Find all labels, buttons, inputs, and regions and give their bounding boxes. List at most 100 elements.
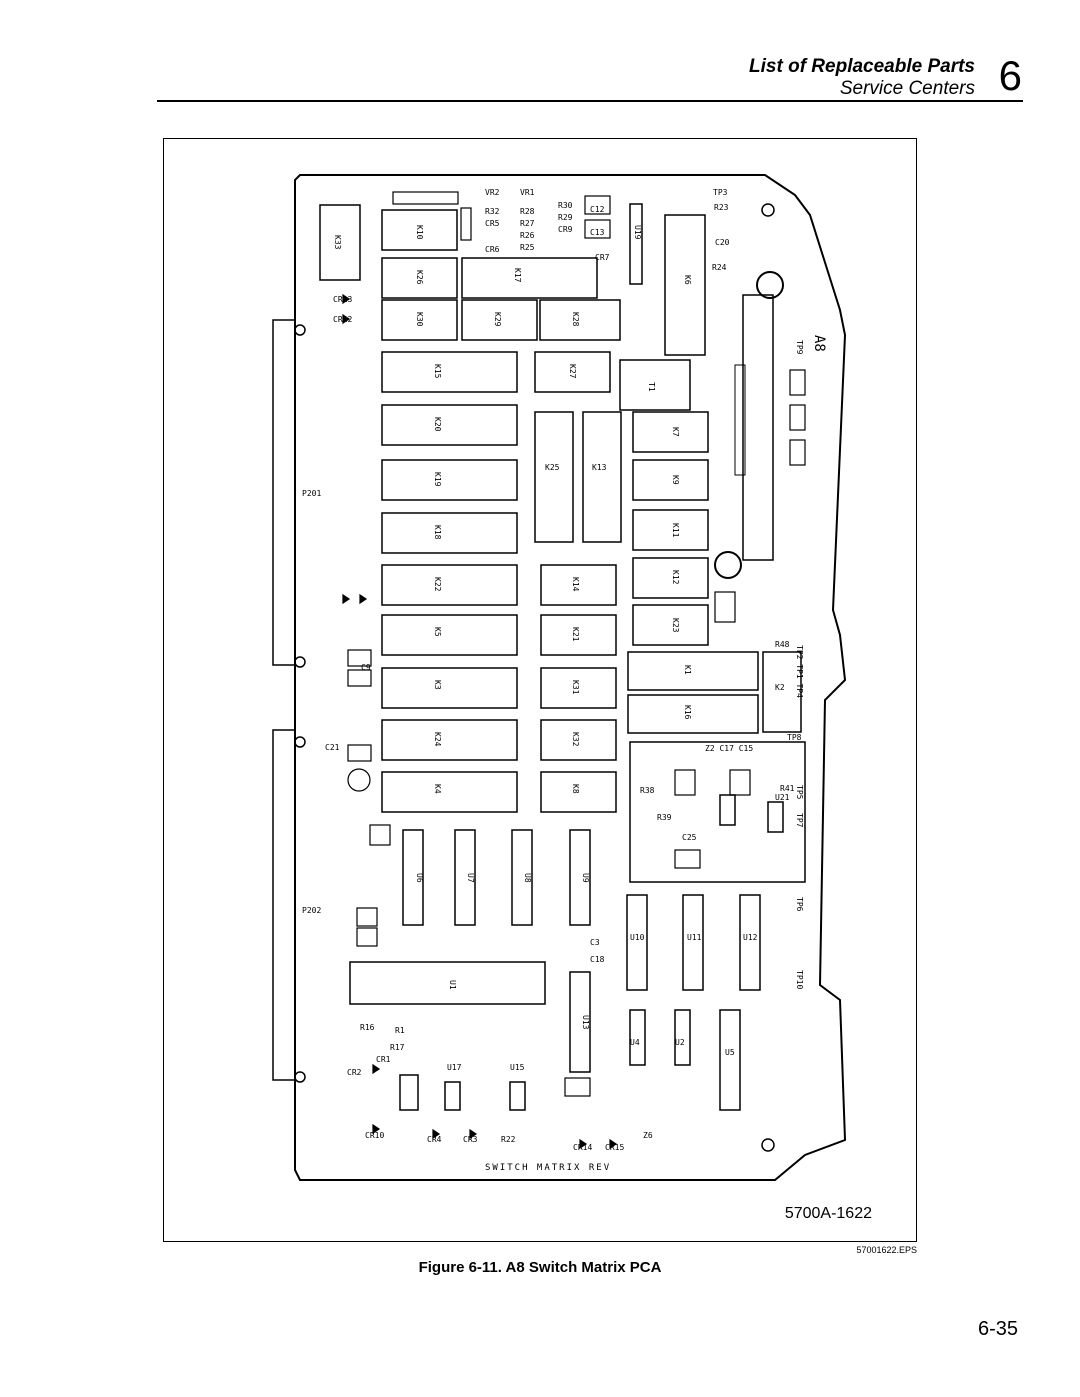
svg-text:K9: K9: [671, 475, 680, 485]
svg-text:R48: R48: [775, 640, 790, 649]
svg-text:K10: K10: [415, 225, 424, 240]
relay-column-left: [319, 204, 518, 813]
svg-text:R16: R16: [360, 1023, 375, 1032]
svg-text:K1: K1: [683, 665, 692, 675]
svg-text:R29: R29: [558, 213, 573, 222]
svg-text:K17: K17: [513, 268, 522, 283]
svg-text:K11: K11: [671, 523, 680, 538]
svg-text:TP3: TP3: [713, 188, 728, 197]
svg-text:K6: K6: [683, 275, 692, 285]
svg-text:C12: C12: [590, 205, 605, 214]
svg-text:K29: K29: [493, 312, 502, 327]
svg-text:VR1: VR1: [520, 188, 535, 197]
svg-text:CR2: CR2: [347, 1068, 362, 1077]
svg-text:K16: K16: [683, 705, 692, 720]
svg-text:T1: T1: [647, 382, 656, 392]
misc-labels: CR13 CR12 VR2 VR1 R30 R29 CR9 CR7 R23 C2…: [325, 188, 795, 1152]
chapter-number: 6: [998, 52, 1022, 99]
svg-text:C25: C25: [682, 833, 697, 842]
svg-text:C18: C18: [590, 955, 605, 964]
svg-text:R1: R1: [395, 1026, 405, 1035]
svg-text:C13: C13: [590, 228, 605, 237]
svg-text:U13: U13: [581, 1015, 590, 1030]
svg-text:U10: U10: [630, 933, 645, 942]
svg-text:R24: R24: [712, 263, 727, 272]
svg-text:TP5: TP5: [795, 785, 804, 800]
svg-text:TP7: TP7: [795, 813, 804, 828]
svg-text:U21: U21: [775, 793, 790, 802]
svg-text:CR14: CR14: [573, 1143, 592, 1152]
svg-text:U11: U11: [687, 933, 702, 942]
svg-text:R39: R39: [657, 813, 672, 822]
svg-text:K5: K5: [433, 627, 442, 637]
svg-text:U9: U9: [581, 873, 590, 883]
svg-text:K19: K19: [433, 472, 442, 487]
svg-text:CR5: CR5: [485, 219, 500, 228]
svg-text:K14: K14: [571, 577, 580, 592]
svg-text:CR1: CR1: [376, 1055, 391, 1064]
svg-text:CR10: CR10: [365, 1131, 384, 1140]
svg-text:U17: U17: [447, 1063, 462, 1072]
board-outline: [294, 174, 847, 1181]
edge-rail: [272, 319, 296, 1081]
svg-text:K26: K26: [415, 270, 424, 285]
svg-text:R23: R23: [714, 203, 729, 212]
svg-text:C9: C9: [361, 663, 371, 672]
svg-text:K23: K23: [671, 618, 680, 633]
svg-text:R41: R41: [780, 784, 795, 793]
svg-text:K2: K2: [775, 683, 785, 692]
board-legend: SWITCH MATRIX REV: [485, 1163, 611, 1173]
ic-packages: [349, 203, 784, 1111]
svg-text:K7: K7: [671, 427, 680, 437]
svg-text:K13: K13: [592, 463, 607, 472]
svg-text:U15: U15: [510, 1063, 525, 1072]
svg-text:C3: C3: [590, 938, 600, 947]
svg-text:U8: U8: [523, 873, 532, 883]
relay-column-right: [619, 214, 806, 883]
svg-text:K32: K32: [571, 732, 580, 747]
figure-frame: [163, 138, 917, 1242]
svg-text:R26: R26: [520, 231, 535, 240]
svg-text:CR6: CR6: [485, 245, 500, 254]
svg-text:K22: K22: [433, 577, 442, 592]
svg-text:K20: K20: [433, 417, 442, 432]
svg-text:C21: C21: [325, 743, 340, 752]
svg-text:K25: K25: [545, 463, 560, 472]
svg-text:K18: K18: [433, 525, 442, 540]
svg-text:U12: U12: [743, 933, 758, 942]
diode-glyphs: [342, 293, 618, 1150]
svg-text:TP2 TP1 TP4: TP2 TP1 TP4: [795, 645, 804, 698]
connector-p202: P202: [302, 906, 321, 915]
svg-text:K21: K21: [571, 627, 580, 642]
svg-text:U2: U2: [675, 1038, 685, 1047]
section-title: List of Replaceable Parts: [749, 56, 975, 77]
capacitors: [347, 191, 806, 1097]
svg-text:Z2 C17 C15: Z2 C17 C15: [705, 744, 753, 753]
svg-text:K24: K24: [433, 732, 442, 747]
svg-text:K15: K15: [433, 364, 442, 379]
testpoint-labels: TP3 TP9 TP2 TP1 TP4 TP8 TP5 TP7 TP6 TP10: [713, 188, 804, 989]
svg-text:R38: R38: [640, 786, 655, 795]
svg-text:U6: U6: [415, 873, 424, 883]
svg-text:CR9: CR9: [558, 225, 573, 234]
svg-text:TP9: TP9: [795, 340, 804, 355]
svg-text:U4: U4: [630, 1038, 640, 1047]
svg-text:K4: K4: [433, 784, 442, 794]
pcb-drawing: A8 SWITCH MATRIX REV P201 P202 K33 K10 K…: [272, 174, 847, 1181]
svg-text:K3: K3: [433, 680, 442, 690]
board-id: A8: [811, 335, 827, 352]
svg-text:R25: R25: [520, 243, 535, 252]
page-number: 6-35: [977, 1318, 1018, 1340]
drawing-number: 5700A-1622: [784, 1205, 872, 1222]
svg-text:R22: R22: [501, 1135, 516, 1144]
header-rule: [157, 100, 1023, 102]
svg-text:U1: U1: [448, 980, 457, 990]
svg-text:K33: K33: [333, 235, 342, 250]
svg-text:U19: U19: [633, 225, 642, 240]
svg-text:R27: R27: [520, 219, 535, 228]
svg-text:CR4: CR4: [427, 1135, 442, 1144]
svg-text:U5: U5: [725, 1048, 735, 1057]
svg-text:R32: R32: [485, 207, 500, 216]
svg-text:K12: K12: [671, 570, 680, 585]
svg-text:R30: R30: [558, 201, 573, 210]
